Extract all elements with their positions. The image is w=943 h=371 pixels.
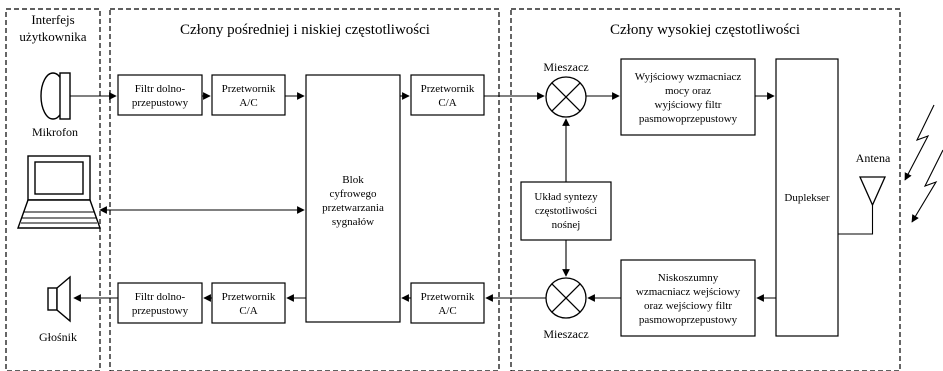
svg-text:Przetwornik: Przetwornik [421,83,475,95]
svg-text:Wyjściowy wzmacniacz: Wyjściowy wzmacniacz [635,71,742,83]
svg-text:Duplekser: Duplekser [784,192,830,204]
speaker-label: Głośnik [39,330,77,344]
section-mid-low-frequency [109,8,500,371]
svg-text:oraz wejściowy filtr: oraz wejściowy filtr [644,300,732,312]
svg-text:przepustowy: przepustowy [132,97,189,109]
svg-text:Układ syntezy: Układ syntezy [534,191,598,203]
svg-text:przetwarzania: przetwarzania [322,202,384,214]
svg-text:Niskoszumny: Niskoszumny [658,272,719,284]
section-high-frequency [510,8,901,371]
svg-text:Przetwornik: Przetwornik [421,291,475,303]
svg-text:przepustowy: przepustowy [132,305,189,317]
mixer-top-label: Mieszacz [543,60,588,74]
dac-bottom-block: Przetwornik C/A [211,282,286,324]
mixer-bottom [545,277,587,319]
svg-text:Przetwornik: Przetwornik [222,291,276,303]
power-amplifier-block: Wyjściowy wzmacniacz mocy oraz wyjściowy… [620,58,756,136]
svg-text:A/C: A/C [438,305,456,317]
svg-text:sygnałów: sygnałów [332,216,374,228]
adc-top-block: Przetwornik A/C [211,74,286,116]
svg-text:Filtr dolno-: Filtr dolno- [135,83,186,95]
carrier-synthesizer-block: Układ syntezy częstotliwości nośnej [520,181,612,241]
laptop-icon [17,155,101,229]
adc-bottom-block: Przetwornik A/C [410,282,485,324]
svg-text:pasmowoprzepustowy: pasmowoprzepustowy [639,314,738,326]
speaker-icon [47,275,71,323]
section-user-interface [5,8,101,371]
dsp-block: Blok cyfrowego przetwarzania sygnałów [305,74,401,323]
svg-text:A/C: A/C [239,97,257,109]
mixer-top [545,76,587,118]
lowpass-filter-top-block: Filtr dolno- przepustowy [117,74,203,116]
antenna-icon [838,176,887,235]
user-interface-title-line2: użytkownika [19,29,86,44]
svg-text:częstotliwości: częstotliwości [535,205,597,217]
svg-text:C/A: C/A [239,305,257,317]
antenna-label: Antena [856,151,891,165]
duplexer-block: Duplekser [775,58,839,337]
dac-top-block: Przetwornik C/A [410,74,485,116]
svg-text:pasmowoprzepustowy: pasmowoprzepustowy [639,113,738,125]
svg-text:wzmacniacz wejściowy: wzmacniacz wejściowy [636,286,741,298]
user-interface-title-line1: Interfejs [31,12,74,27]
lowpass-filter-bottom-block: Filtr dolno- przepustowy [117,282,203,324]
svg-text:cyfrowego: cyfrowego [329,188,377,200]
microphone-icon [40,72,71,120]
mid-low-frequency-title: Człony pośredniej i niskiej częstotliwoś… [180,22,430,38]
svg-text:mocy oraz: mocy oraz [665,85,711,97]
microphone-label: Mikrofon [32,125,78,139]
svg-text:C/A: C/A [438,97,456,109]
lightning-wireless-icon [904,104,943,223]
svg-text:wyjściowy filtr: wyjściowy filtr [655,99,722,111]
low-noise-amplifier-block: Niskoszumny wzmacniacz wejściowy oraz we… [620,259,756,337]
svg-text:Filtr dolno-: Filtr dolno- [135,291,186,303]
mixer-bottom-label: Mieszacz [543,327,588,341]
svg-text:Przetwornik: Przetwornik [222,83,276,95]
svg-text:nośnej: nośnej [552,219,581,231]
svg-text:Blok: Blok [342,174,364,186]
high-frequency-title: Człony wysokiej częstotliwości [610,22,800,38]
